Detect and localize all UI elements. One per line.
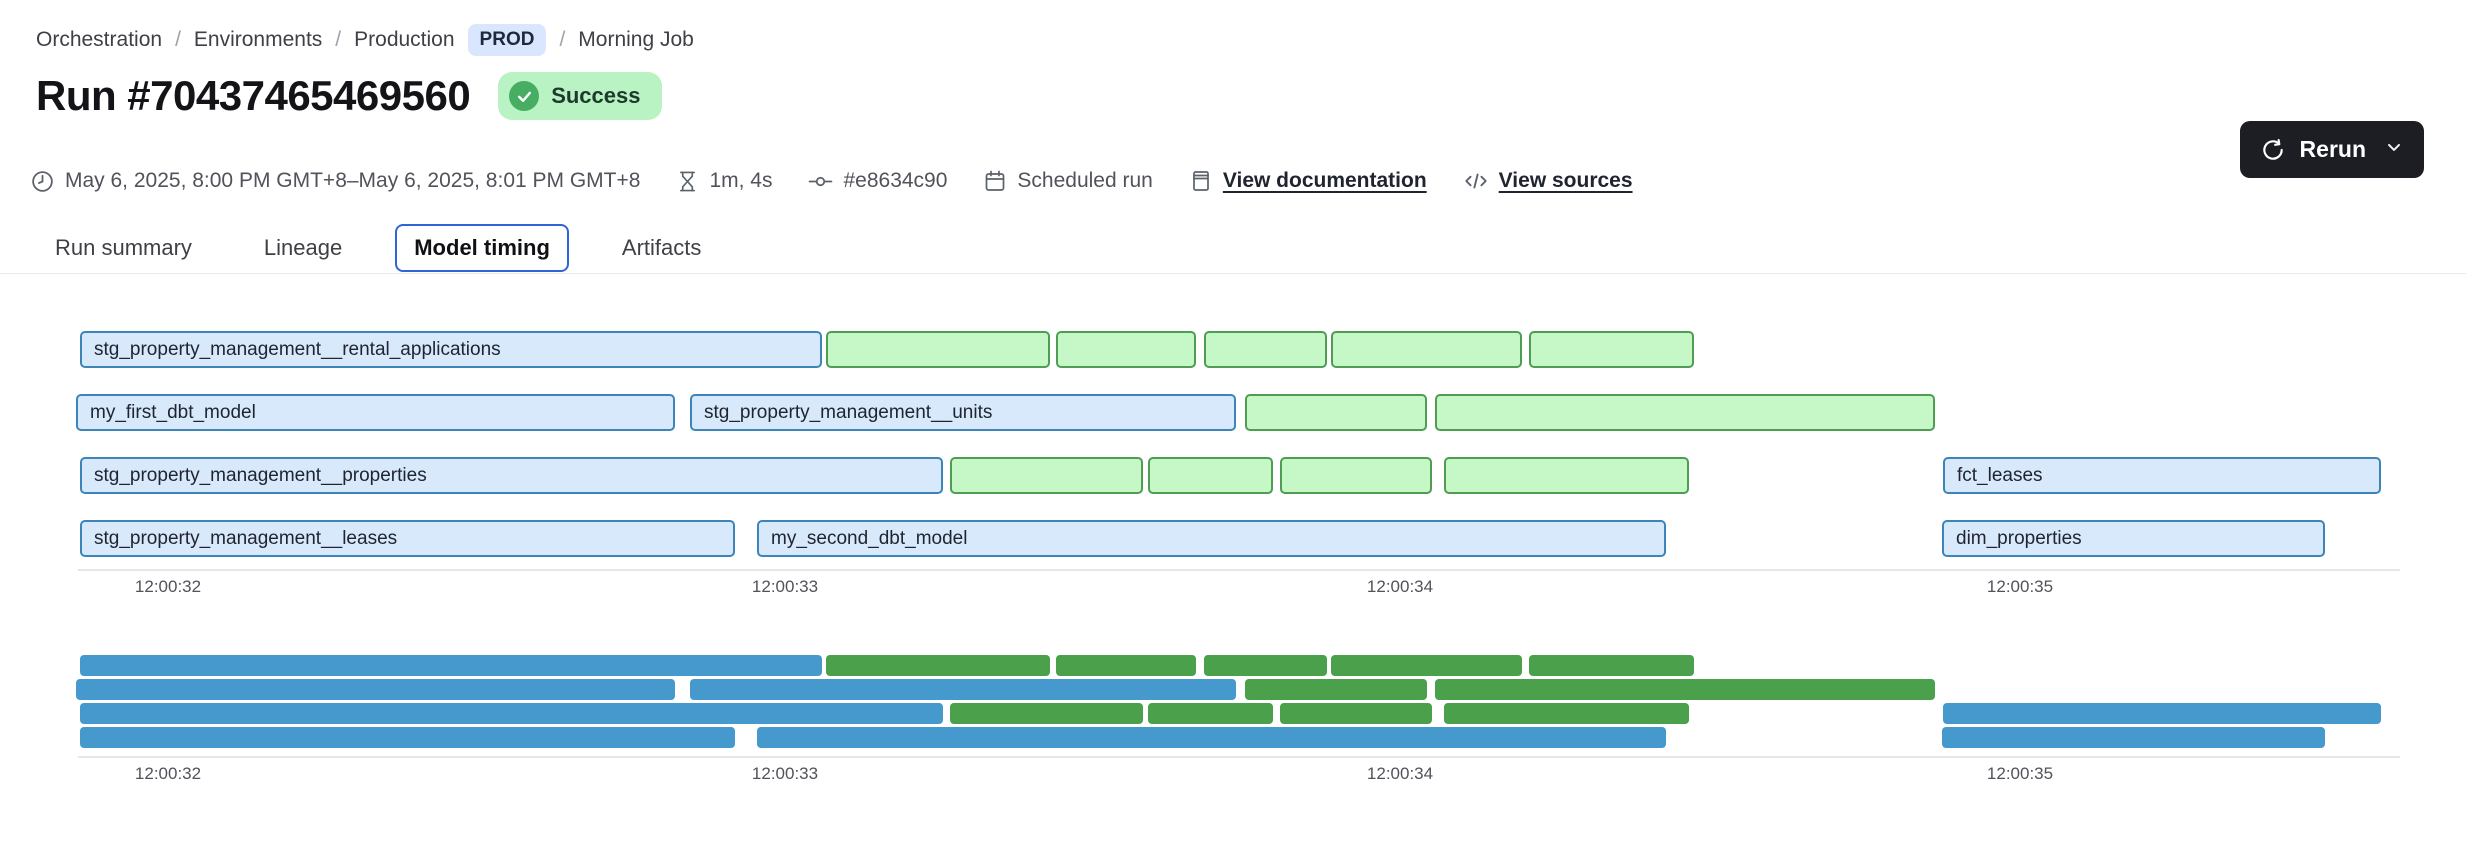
gantt-bar[interactable]: stg_property_management__rental_applicat…	[80, 331, 822, 368]
run-tabs: Run summary Lineage Model timing Artifac…	[36, 224, 720, 272]
page-title: Run #70437465469560	[36, 72, 471, 119]
minimap-bar[interactable]	[690, 679, 1236, 700]
gantt-bar-label: dim_properties	[1956, 527, 2082, 549]
gantt-bar-label: fct_leases	[1957, 464, 2043, 486]
breadcrumb-separator: /	[559, 28, 566, 51]
gantt-bar[interactable]: stg_property_management__properties	[80, 457, 943, 494]
gantt-bar[interactable]: fct_leases	[1943, 457, 2381, 494]
calendar-icon	[986, 170, 1005, 191]
time-axis-label: 12:00:33	[751, 577, 819, 596]
run-meta-row: May 6, 2025, 8:00 PM GMT+8–May 6, 2025, …	[30, 168, 1633, 194]
minimap-bar[interactable]	[1943, 703, 2381, 724]
gantt-bar[interactable]	[1331, 331, 1522, 368]
run-trigger: Scheduled run	[983, 169, 1153, 193]
tab-run-summary[interactable]: Run summary	[55, 235, 192, 260]
view-sources[interactable]: View sources	[1463, 168, 1633, 194]
gantt-bar[interactable]	[1444, 457, 1689, 494]
minimap-bar[interactable]	[80, 703, 943, 724]
tab-model-timing[interactable]: Model timing	[395, 224, 569, 272]
minimap-bar[interactable]	[1148, 703, 1273, 724]
time-axis-label: 12:00:35	[1986, 764, 2054, 783]
gantt-bar[interactable]: my_first_dbt_model	[76, 394, 675, 431]
gantt-bar[interactable]: stg_property_management__units	[690, 394, 1236, 431]
time-axis-line	[78, 569, 2400, 571]
gantt-bar[interactable]: my_second_dbt_model	[757, 520, 1666, 557]
time-axis-line	[78, 756, 2400, 758]
rerun-button-label: Rerun	[2299, 136, 2366, 162]
clock-icon	[32, 170, 53, 192]
view-documentation[interactable]: View documentation	[1189, 169, 1427, 193]
minimap-bar[interactable]	[826, 655, 1050, 676]
gantt-bar[interactable]	[1204, 331, 1327, 368]
run-duration: 1m, 4s	[676, 169, 772, 193]
time-axis-label: 12:00:32	[134, 764, 202, 783]
minimap-bar[interactable]	[1435, 679, 1935, 700]
gantt-bar-label: stg_property_management__leases	[94, 527, 398, 549]
breadcrumb-separator: /	[335, 28, 342, 51]
gantt-bar[interactable]	[1435, 394, 1935, 431]
gantt-bar-label: stg_property_management__rental_applicat…	[94, 338, 501, 360]
gantt-bar[interactable]	[1529, 331, 1694, 368]
code-icon	[1465, 173, 1487, 189]
minimap-bar[interactable]	[950, 703, 1143, 724]
minimap-bar[interactable]	[76, 679, 675, 700]
rerun-button[interactable]: Rerun	[2239, 121, 2424, 178]
time-axis-label: 12:00:32	[134, 577, 202, 596]
minimap-bar[interactable]	[1444, 703, 1689, 724]
breadcrumb: Orchestration / Environments / Productio…	[36, 24, 694, 56]
time-axis-label: 12:00:34	[1366, 764, 1434, 783]
minimap-bar[interactable]	[1529, 655, 1694, 676]
tab-artifacts[interactable]: Artifacts	[621, 235, 702, 260]
breadcrumb-production[interactable]: Production	[354, 28, 455, 51]
environment-badge: PROD	[467, 24, 547, 56]
status-badge: Success	[498, 72, 663, 120]
gantt-bar-label: stg_property_management__properties	[94, 464, 427, 486]
tabs-divider	[0, 273, 2466, 274]
gantt-bar-label: stg_property_management__units	[704, 401, 993, 423]
gantt-bar[interactable]	[1245, 394, 1427, 431]
minimap-bar[interactable]	[1942, 727, 2325, 748]
refresh-icon	[2260, 137, 2286, 163]
run-commit: #e8634c90	[808, 169, 947, 194]
tab-lineage[interactable]: Lineage	[263, 235, 343, 260]
gantt-bar-label: my_first_dbt_model	[90, 401, 256, 423]
status-badge-label: Success	[551, 83, 641, 108]
breadcrumb-morning-job[interactable]: Morning Job	[578, 28, 694, 51]
gantt-bar[interactable]	[826, 331, 1050, 368]
gantt-bar[interactable]	[1056, 331, 1196, 368]
minimap-bar[interactable]	[1056, 655, 1196, 676]
minimap-bar[interactable]	[1245, 679, 1427, 700]
hourglass-icon	[680, 171, 696, 191]
gantt-bar[interactable]: stg_property_management__leases	[80, 520, 735, 557]
minimap-bar[interactable]	[80, 655, 822, 676]
minimap-bar[interactable]	[1204, 655, 1327, 676]
commit-icon	[809, 176, 833, 186]
gantt-bar[interactable]: dim_properties	[1942, 520, 2325, 557]
time-axis-label: 12:00:33	[751, 764, 819, 783]
view-documentation-link[interactable]: View documentation	[1222, 169, 1427, 192]
document-icon	[1193, 171, 1209, 191]
breadcrumb-separator: /	[175, 28, 181, 51]
success-check-icon	[509, 81, 540, 111]
minimap-bar[interactable]	[80, 727, 735, 748]
minimap-bar[interactable]	[757, 727, 1666, 748]
run-time-range: May 6, 2025, 8:00 PM GMT+8–May 6, 2025, …	[30, 169, 640, 194]
time-axis-label: 12:00:34	[1366, 577, 1434, 596]
gantt-bar[interactable]	[950, 457, 1143, 494]
minimap-bar[interactable]	[1280, 703, 1432, 724]
minimap-bar[interactable]	[1331, 655, 1522, 676]
view-sources-link[interactable]: View sources	[1498, 169, 1633, 192]
breadcrumb-environments[interactable]: Environments	[193, 28, 323, 51]
chevron-down-icon[interactable]	[2384, 136, 2404, 163]
gantt-bar-label: my_second_dbt_model	[771, 527, 968, 549]
gantt-bar[interactable]	[1148, 457, 1273, 494]
header: Run #70437465469560 Success	[36, 72, 663, 120]
gantt-bar[interactable]	[1280, 457, 1432, 494]
time-axis-label: 12:00:35	[1986, 577, 2054, 596]
breadcrumb-orchestration[interactable]: Orchestration	[36, 28, 163, 51]
